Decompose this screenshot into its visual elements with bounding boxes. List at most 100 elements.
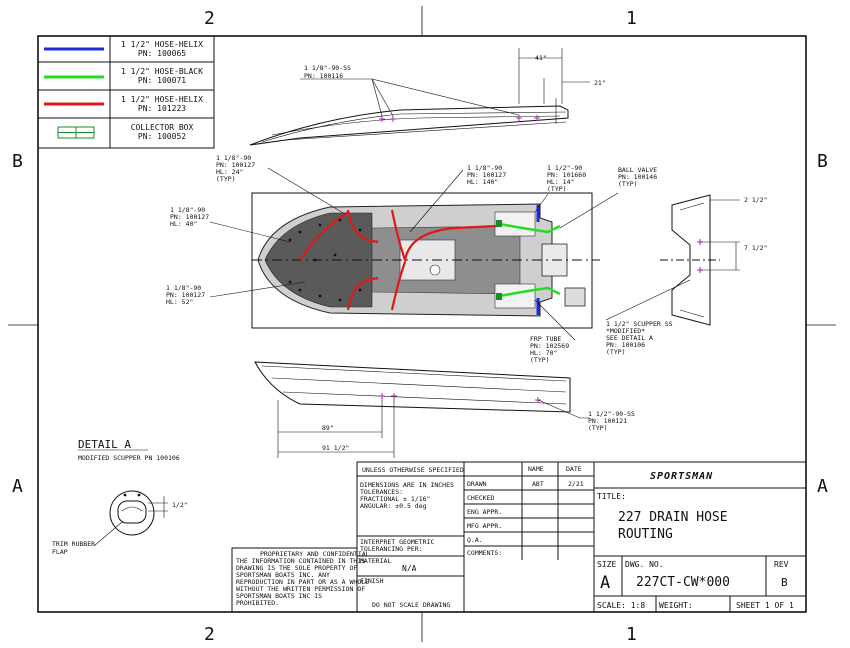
- brand-logo: SPORTSMAN: [650, 471, 713, 482]
- legend-label: COLLECTOR BOX: [131, 123, 194, 132]
- drain-points: [288, 218, 362, 302]
- callout-text: PN: 100146: [618, 173, 657, 181]
- legend-label: 1 1/2" HOSE-HELIX: [121, 95, 203, 104]
- detail-subtitle: MODIFIED SCUPPER PN 100106: [78, 454, 180, 462]
- notice-line: SPORTSMAN BOATS INC IS: [236, 592, 322, 600]
- no-scale-note: DO NOT SCALE DRAWING: [372, 601, 450, 609]
- callout-text: HL: 40": [170, 220, 197, 228]
- callout-text: HL: 14": [547, 178, 574, 186]
- material-label: MATERIAL: [360, 557, 391, 565]
- callout-text: PN: 100127: [216, 161, 255, 169]
- detail-title: DETAIL A: [78, 438, 131, 451]
- collector-box-icon: [57, 126, 95, 139]
- dims-note: DIMENSIONS ARE IN INCHES: [360, 481, 454, 489]
- row-checked: CHECKED: [467, 494, 494, 502]
- callout-text: HL: 24": [216, 168, 243, 176]
- material-value: N/A: [402, 564, 417, 573]
- zone-top-2: 2: [204, 8, 215, 29]
- callout-text: 1 1/8"-90: [170, 206, 205, 214]
- zone-right-a: A: [817, 476, 828, 497]
- legend-label: 1 1/2" HOSE-BLACK: [121, 67, 203, 76]
- drawn-date: 2/21: [568, 480, 584, 488]
- size-label: SIZE: [597, 560, 616, 569]
- callout-text: PN: 100127: [166, 291, 205, 299]
- legend-label: PN: 100071: [138, 76, 186, 85]
- green-hose-routing: [499, 222, 561, 298]
- callout-text: PN: 102569: [530, 342, 569, 350]
- fitting-marker: [379, 115, 540, 122]
- dimension-text: 1/2": [172, 501, 188, 509]
- callout-text: FLAP: [52, 548, 68, 556]
- notice-line: PROHIBITED.: [236, 599, 279, 607]
- legend-label: PN: 100052: [138, 132, 186, 141]
- size-value: A: [600, 573, 610, 593]
- callout-text: FRP TUBE: [530, 335, 561, 343]
- proprietary-notice: PROPRIETARY AND CONFIDENTIAL THE INFORMA…: [231, 547, 370, 613]
- legend-label: PN: 101223: [138, 104, 186, 113]
- row-comments: COMMENTS:: [467, 549, 502, 557]
- callout-text: TRIM RUBBER: [52, 540, 95, 548]
- fitting-marker: [379, 393, 541, 403]
- callout-text: (TYP): [216, 175, 236, 183]
- fitting-marker: [697, 239, 703, 273]
- notice-line: SPORTSMAN BOATS INC. ANY: [236, 571, 330, 579]
- transom-section-view: 2 1/2" 7 1/2" 1 1/2" SCUPPER SS *MODIFIE…: [605, 194, 767, 356]
- notice-line: WITHOUT THE WRITTEN PERMISSION OF: [236, 585, 365, 593]
- dimension-text: 41": [535, 54, 547, 62]
- interpret-note: INTERPRET GEOMETRIC: [360, 538, 434, 546]
- bottom-profile-view: 89" 91 1/2" 1 1/2"-90-SS PN: 100121 (TYP…: [254, 361, 635, 458]
- callout-text: 1 1/2"-90: [547, 164, 582, 172]
- callout-text: (TYP): [530, 356, 550, 364]
- callout-text: PN: 101660: [547, 171, 586, 179]
- callout-text: SEE DETAIL A: [606, 334, 653, 342]
- plan-view: 1 1/8"-90 PN: 100127 HL: 24" (TYP) 1 1/8…: [166, 154, 657, 364]
- callout-text: *MODIFIED*: [606, 327, 645, 335]
- red-hose-routing: [299, 209, 499, 311]
- dims-note: ANGULAR: ±0.5 deg: [360, 502, 427, 510]
- callout-text: (TYP): [618, 180, 638, 188]
- zone-top-1: 1: [626, 8, 637, 29]
- notice-line: PROPRIETARY AND CONFIDENTIAL: [260, 550, 370, 558]
- row-mfg-appr: MFG APPR.: [467, 522, 502, 530]
- drawing-title: ROUTING: [618, 527, 673, 542]
- callout-text: PN: 100106: [606, 341, 645, 349]
- dimension-text: 7 1/2": [744, 244, 767, 252]
- date-header: DATE: [566, 465, 582, 473]
- row-qa: Q.A.: [467, 536, 483, 544]
- callout-text: HL: 140": [467, 178, 498, 186]
- callout-text: 1 1/8"-90: [467, 164, 502, 172]
- drawn-name: ABT: [532, 480, 544, 488]
- callout-text: 1 1/8"-90-SS: [304, 64, 351, 72]
- zone-left-b: B: [12, 151, 23, 172]
- row-eng-appr: ENG APPR.: [467, 508, 502, 516]
- hose-legend: 1 1/2" HOSE-HELIX PN: 100065 1 1/2" HOSE…: [37, 35, 215, 149]
- notice-line: DRAWING IS THE SOLE PROPERTY OF: [236, 564, 357, 572]
- scale-text: SCALE: 1:8: [597, 601, 645, 610]
- notice-line: REPRODUCTION IN PART OR AS A WHOLE: [236, 578, 369, 586]
- row-drawn: DRAWN: [467, 480, 487, 488]
- callout-text: PN: 100127: [170, 213, 209, 221]
- dimension-text: 2 1/2": [744, 196, 767, 204]
- callout-text: (TYP): [588, 424, 608, 432]
- rev-value: B: [781, 576, 788, 589]
- callout-text: (TYP): [547, 185, 567, 193]
- callout-text: BALL VALVE: [618, 166, 657, 174]
- dwg-number: 227CT-CW*000: [636, 575, 730, 590]
- weight-text: WEIGHT:: [659, 601, 693, 610]
- name-header: NAME: [528, 465, 544, 473]
- collector-box-icon: [496, 220, 502, 300]
- drawing-title: 227 DRAIN HOSE: [618, 510, 728, 525]
- dwg-label: DWG. NO.: [625, 560, 664, 569]
- legend-label: 1 1/2" HOSE-HELIX: [121, 40, 203, 49]
- callout-text: 1 1/8"-90: [216, 154, 251, 162]
- notice-line: THE INFORMATION CONTAINED IN THIS: [236, 557, 365, 565]
- interpret-note: TOLERANCING PER:: [360, 545, 423, 553]
- dimension-text: 89": [322, 424, 334, 432]
- zone-bottom-1: 1: [626, 624, 637, 645]
- dimension-text: 91 1/2": [322, 444, 349, 452]
- dims-note: TOLERANCES:: [360, 488, 403, 496]
- callout-text: 1 1/2" SCUPPER SS: [606, 320, 673, 328]
- title-label: TITLE:: [597, 492, 626, 501]
- callout-text: HL: 70": [530, 349, 557, 357]
